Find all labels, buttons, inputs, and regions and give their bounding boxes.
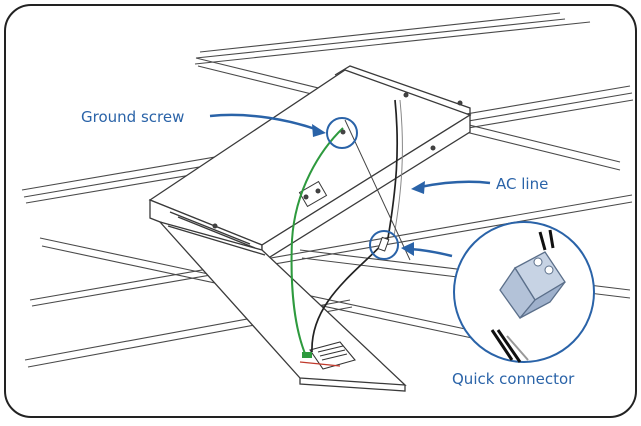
ground-wire [290, 127, 344, 357]
ac-line-wire-outline [393, 99, 403, 237]
ground-screw-label: Ground screw [81, 108, 184, 126]
quick-connector-highlight [369, 230, 399, 260]
quick-connector-small [377, 236, 390, 252]
driver-module [299, 341, 356, 370]
ac-line-label: AC line [496, 175, 548, 193]
mounting-details [212, 92, 463, 229]
quick-connector-label: Quick connector [452, 370, 575, 388]
callout-arrows [209, 113, 491, 258]
connector-inset [453, 221, 595, 363]
ground-screw-highlight [326, 117, 358, 149]
support-line [344, 119, 411, 261]
ac-line-wire [311, 99, 399, 353]
ground-screw [340, 129, 346, 135]
door-panel [158, 220, 407, 392]
